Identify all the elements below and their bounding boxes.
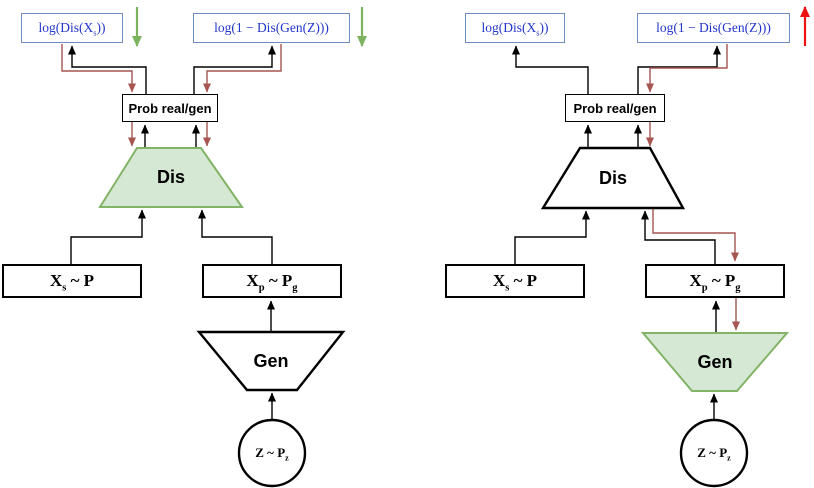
gen-label-left: Gen — [253, 350, 289, 371]
prob-output-box-left: Prob real/gen — [122, 94, 218, 122]
loss-gen-box-left: log(1 − Dis(Gen(Z))) — [193, 13, 350, 43]
forward-arrow-prob-to-loss-gen-left — [193, 45, 276, 94]
gen-sample-box-right: Xp ~ Pg — [645, 264, 785, 298]
prob-label: Prob real/gen — [573, 100, 657, 116]
gen-network-left — [196, 330, 346, 392]
loss-real-box-left: log(Dis(Xs)) — [21, 13, 123, 43]
dis-network-left — [98, 147, 244, 208]
loss-gen-text: log(1 − Dis(Gen(Z))) — [656, 20, 771, 35]
gen-label-right: Gen — [697, 351, 733, 372]
backprop-arrow-loss-gen-to-prob-right — [646, 44, 728, 93]
real-sample-box-right: Xs ~ P — [445, 264, 585, 298]
gen-network-right — [640, 332, 790, 392]
prob-label: Prob real/gen — [128, 100, 212, 116]
forward-arrow-gen-sample-to-dis-left — [198, 209, 273, 264]
dis-network-right — [540, 146, 686, 210]
noise-label-left: Z ~ Pz — [255, 445, 289, 463]
gen-sample-box-left: Xp ~ Pg — [202, 264, 342, 298]
backprop-arrow-loss-gen-to-prob-left — [203, 44, 282, 93]
noise-label-right: Z ~ Pz — [697, 445, 731, 463]
loss-gen-box-right: log(1 − Dis(Gen(Z))) — [637, 13, 790, 43]
loss-real-text: log(Dis(X — [481, 20, 537, 35]
noise-node-left — [237, 418, 307, 488]
prob-output-box-right: Prob real/gen — [565, 94, 665, 122]
loss-gen-text: log(1 − Dis(Gen(Z))) — [214, 20, 329, 35]
dis-label-left: Dis — [156, 167, 185, 187]
loss-real-text: log(Dis(X — [38, 20, 94, 35]
dis-label-right: Dis — [598, 167, 627, 188]
backprop-arrow-dis-to-gen-sample-right — [652, 208, 739, 262]
real-sample-box-left: Xs ~ P — [2, 264, 142, 298]
backprop-arrow-loss-real-to-prob-left — [61, 44, 136, 93]
forward-arrow-gen-sample-to-dis-right — [641, 210, 716, 264]
forward-arrow-prob-to-loss-real-right — [512, 45, 589, 94]
forward-arrow-prob-to-loss-gen-right — [637, 45, 721, 94]
loss-real-box-right: log(Dis(Xs)) — [465, 13, 565, 43]
forward-arrow-real-sample-to-dis-right — [514, 210, 590, 264]
forward-arrow-prob-to-loss-real-left — [68, 45, 147, 94]
noise-node-right — [679, 418, 749, 488]
forward-arrow-real-sample-to-dis-left — [70, 209, 146, 264]
